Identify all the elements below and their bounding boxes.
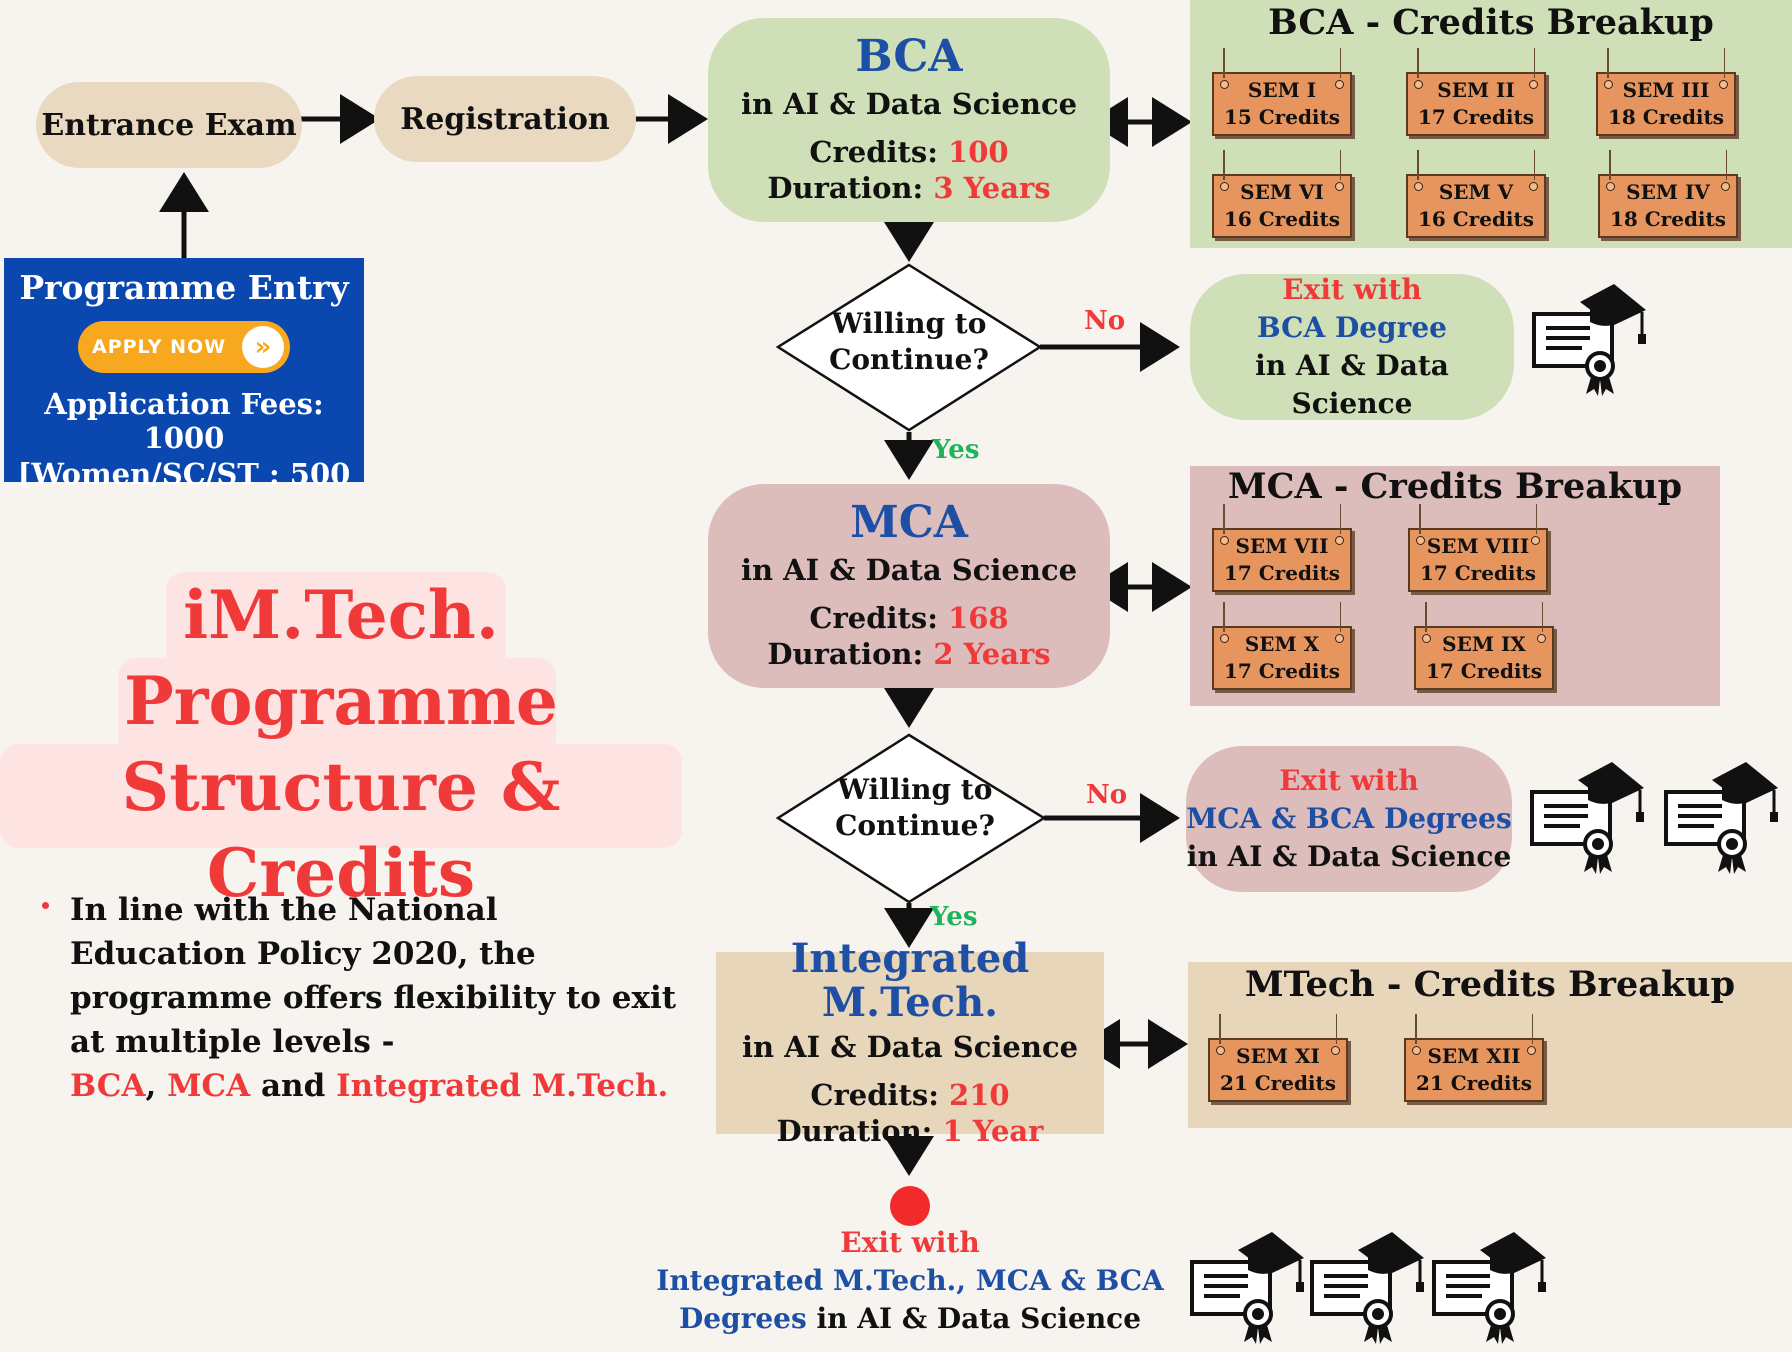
- main-title-line3: Structure & Credits: [121, 748, 561, 912]
- bca-duration: 3 Years: [933, 171, 1051, 206]
- application-fees: Application Fees: 1000: [44, 387, 324, 455]
- decision1-text: Willing to Continue?: [829, 307, 989, 377]
- registration-node: Registration: [374, 76, 636, 162]
- end-node: [890, 1186, 930, 1226]
- registration-label: Registration: [400, 101, 610, 137]
- bca-card: BCA in AI & Data Science Credits: 100 Du…: [708, 18, 1110, 222]
- exit-mca-degree: MCA & BCA Degrees: [1186, 802, 1512, 836]
- exit-final-degrees: Integrated M.Tech., MCA & BCA: [656, 1264, 1164, 1297]
- certificate-icon: [1526, 758, 1646, 878]
- entrance-exam-label: Entrance Exam: [41, 107, 297, 143]
- exit-mca-node: Exit with MCA & BCA Degrees in AI & Data…: [1186, 746, 1512, 892]
- decision1-yes-label: Yes: [932, 435, 980, 465]
- decision2-text: Willing to Continue?: [835, 773, 995, 843]
- certificate-icon: [1428, 1228, 1548, 1348]
- mca-breakup-panel: MCA - Credits Breakup: [1190, 466, 1720, 706]
- mca-title: MCA: [850, 497, 968, 549]
- mca-subtitle: in AI & Data Science: [740, 552, 1078, 587]
- mca-credits: 168: [948, 601, 1009, 636]
- imtech-duration: 1 Year: [942, 1114, 1044, 1149]
- decision2-yes-label: Yes: [930, 902, 978, 932]
- imtech-card: Integrated M.Tech. in AI & Data Science …: [716, 936, 1104, 1148]
- mca-duration: 2 Years: [933, 637, 1051, 672]
- certificate-icon: [1186, 1228, 1306, 1348]
- mca-breakup-title: MCA - Credits Breakup: [1227, 466, 1683, 507]
- exit-final-node: Exit with Integrated M.Tech., MCA & BCA …: [640, 1224, 1180, 1338]
- application-fees-reduced: [Women/SC/ST : 500: [17, 457, 351, 491]
- main-title: iM.Tech. Programme Structure & Credits: [0, 572, 682, 916]
- mtech-breakup-panel: MTech - Credits Breakup: [1188, 962, 1792, 1128]
- bca-credits: 100: [948, 135, 1009, 170]
- mtech-breakup-title: MTech - Credits Breakup: [1244, 964, 1736, 1005]
- decision-diamond-2: [775, 733, 1047, 904]
- imtech-subtitle: in AI & Data Science: [741, 1029, 1079, 1064]
- certificate-icon: [1306, 1228, 1426, 1348]
- policy-text: In line with the National Education Poli…: [70, 892, 677, 1060]
- bca-breakup-title: BCA - Credits Breakup: [1268, 2, 1714, 43]
- policy-note: In line with the National Education Poli…: [42, 888, 682, 1108]
- mca-card: MCA in AI & Data Science Credits: 168 Du…: [708, 484, 1110, 688]
- apply-now-button[interactable]: APPLY NOW »: [78, 321, 290, 373]
- policy-imtech: Integrated M.Tech.: [336, 1068, 669, 1104]
- bullet-icon: [42, 902, 49, 909]
- programme-entry-title: Programme Entry: [19, 268, 349, 307]
- exit-bca-degree: BCA Degree: [1257, 311, 1447, 345]
- programme-entry-box: Programme Entry APPLY NOW » Application …: [4, 258, 364, 491]
- bca-breakup-panel: BCA - Credits Breakup: [1190, 0, 1792, 248]
- bca-title: BCA: [855, 31, 963, 83]
- apply-now-label: APPLY NOW: [92, 336, 227, 358]
- exit-bca-node: Exit with BCA Degree in AI & Data Scienc…: [1190, 273, 1514, 420]
- imtech-title: Integrated M.Tech.: [790, 934, 1030, 1026]
- certificate-icon: [1660, 758, 1780, 878]
- policy-bca: BCA: [70, 1068, 146, 1104]
- decision1-no-label: No: [1084, 306, 1126, 336]
- imtech-credits: 210: [949, 1077, 1010, 1112]
- decision2-no-label: No: [1086, 780, 1128, 810]
- certificate-icon: [1528, 280, 1648, 400]
- bca-subtitle: in AI & Data Science: [740, 86, 1078, 121]
- chevron-right-icon: »: [242, 326, 284, 368]
- decision-diamond-1: [775, 263, 1043, 432]
- main-title-line2: Programme: [124, 662, 558, 740]
- policy-mca: MCA: [167, 1068, 251, 1104]
- main-title-line1: iM.Tech.: [183, 576, 499, 654]
- entrance-exam-node: Entrance Exam: [36, 82, 302, 168]
